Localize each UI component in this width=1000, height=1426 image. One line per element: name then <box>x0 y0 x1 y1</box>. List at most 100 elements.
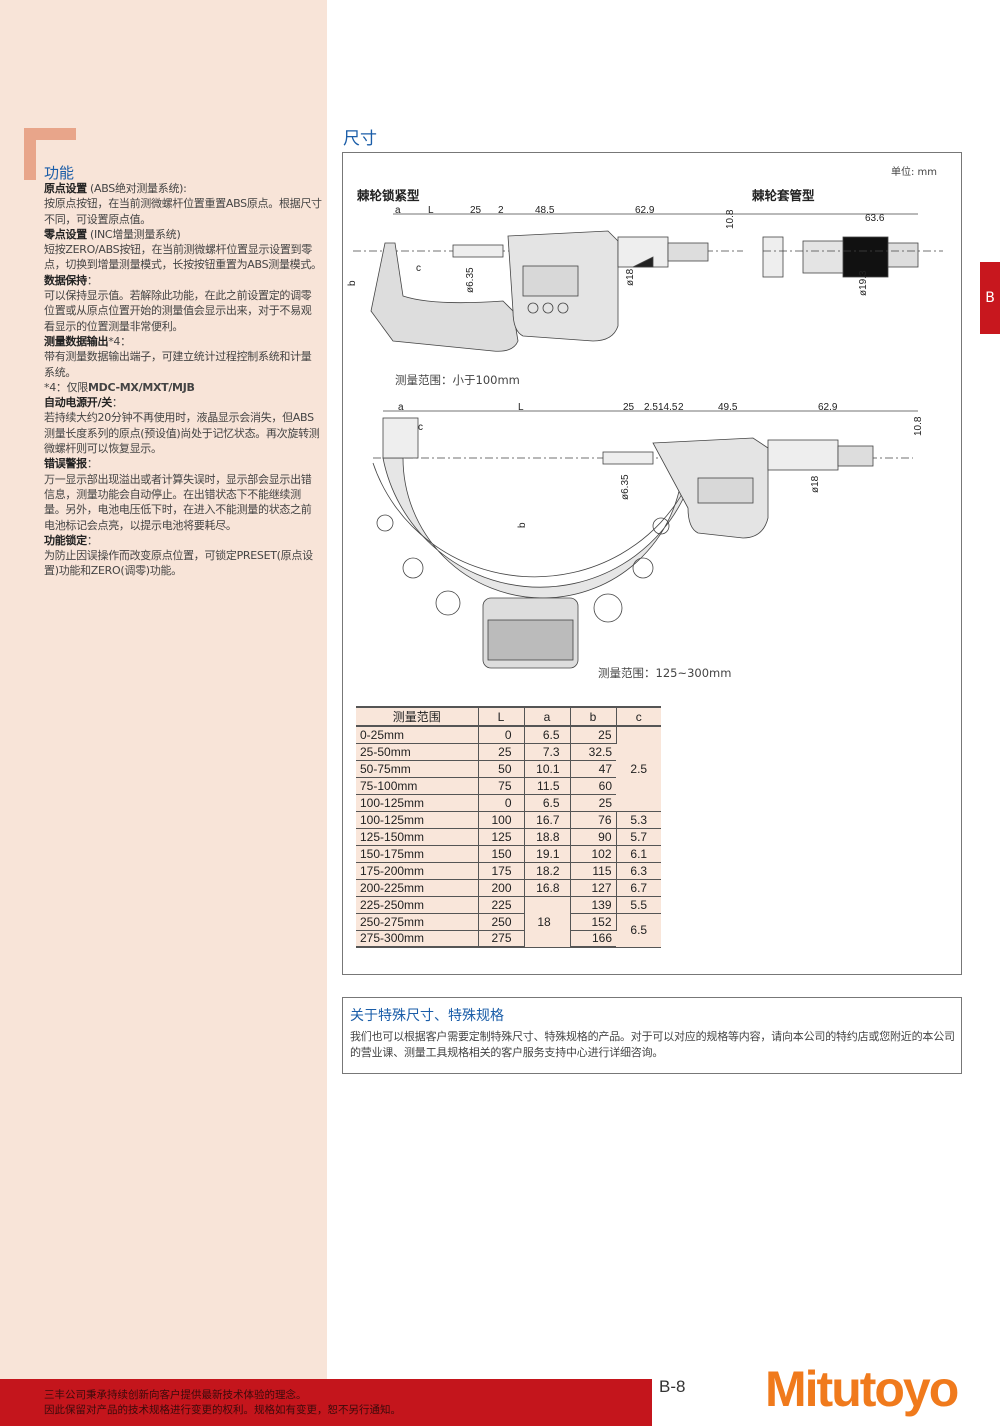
feature-heading: 功能锁定： <box>44 533 322 548</box>
dim-62-9: 62.9 <box>635 205 655 216</box>
b-cell: 25 <box>570 726 617 744</box>
dim-L: L <box>428 205 434 216</box>
dim-d6-35: ø6.35 <box>620 474 631 500</box>
sidebar-panel <box>0 0 327 1379</box>
range-cell: 50-75mm <box>356 760 479 778</box>
column-header: b <box>570 706 617 727</box>
dim-2: 2 <box>678 402 684 413</box>
l-cell: 175 <box>478 862 525 880</box>
feature-heading-text: 错误警报 <box>44 457 87 471</box>
column-header: 测量范围 <box>356 706 479 727</box>
feature-description: 按原点按钮，在当前测微螺杆位置重置ABS原点。根据尺寸不同，可设置原点值。 <box>44 197 322 226</box>
range-cell: 75-100mm <box>356 777 479 795</box>
range-cell: 150-175mm <box>356 845 479 863</box>
feature-heading-note: ： <box>86 273 98 287</box>
type2-label: 棘轮套管型 <box>752 188 815 203</box>
c-cell: 6.5 <box>616 913 661 948</box>
a-cell: 10.1 <box>524 760 571 778</box>
b-cell: 32.5 <box>570 743 616 761</box>
l-cell: 150 <box>478 845 525 863</box>
dim-L: L <box>518 402 524 413</box>
a-cell: 11.5 <box>524 777 571 795</box>
b-cell: 115 <box>570 862 617 880</box>
a-cell: 18 <box>524 896 571 948</box>
l-cell: 50 <box>478 760 525 778</box>
features-title: 功能 <box>44 164 75 182</box>
feature-description: 短按ZERO/ABS按钮，在当前测微螺杆位置显示设置到零点，切换到增量测量模式，… <box>44 243 322 272</box>
feature-heading-text: 原点设置 <box>44 182 87 195</box>
c-cell: 5.5 <box>616 896 661 914</box>
micrometer-drawing-large: a L 25 2.5 14.5 2 49.5 62.9 10.8 c b ø6.… <box>372 402 924 669</box>
l-cell: 200 <box>478 879 525 897</box>
feature-description: 带有测量数据输出端子，可建立统计过程控制系统和计量系统。 <box>44 350 312 379</box>
dim-2: 2 <box>498 205 504 216</box>
range-cell: 100-125mm <box>356 794 479 812</box>
section-tab-b[interactable]: B <box>980 262 1000 334</box>
dim-10-8: 10.8 <box>725 209 736 229</box>
feature-heading-text: 功能锁定 <box>44 533 87 547</box>
feature-heading-text: 零点设置 <box>44 227 87 241</box>
footnote: *4：仅限MDC-MX/MXT/MJB <box>44 380 322 395</box>
b-cell: 76 <box>570 811 617 829</box>
b-cell: 47 <box>570 760 616 778</box>
b-cell: 127 <box>570 879 617 897</box>
feature-heading-note: ： <box>111 396 123 410</box>
footer-line-1: 三丰公司秉承持续创新向客户提供最新技术体验的理念。 <box>44 1389 307 1401</box>
feature-heading: 原点设置 (ABS绝对测量系统): <box>44 181 322 196</box>
a-cell: 6.5 <box>524 794 571 812</box>
c-cell: 2.5 <box>616 726 661 812</box>
column-header: a <box>524 706 571 727</box>
l-cell: 125 <box>478 828 525 846</box>
dimensions-box: 单位: mm 棘轮锁紧型 棘轮套管型 测量范围：小于100mm 测量范围：125… <box>342 152 962 975</box>
c-cell: 6.3 <box>616 862 661 880</box>
range-cell: 100-125mm <box>356 811 479 829</box>
range-cell: 25-50mm <box>356 743 479 761</box>
feature-heading-text: 测量数据输出 <box>44 334 109 348</box>
dim-d19-3: ø19.3 <box>858 270 869 296</box>
page-number: B-8 <box>659 1377 686 1396</box>
dim-a: a <box>398 402 404 413</box>
dim-10-8: 10.8 <box>913 416 924 436</box>
c-cell: 5.7 <box>616 828 661 846</box>
feature-heading-note: (INC增量测量系统) <box>86 227 181 241</box>
footer-line-2: 因此保留对产品的技术规格进行变更的权利。规格如有变更，恕不另行通知。 <box>44 1404 401 1416</box>
a-cell: 16.8 <box>524 879 571 897</box>
dim-d6-35: ø6.35 <box>465 267 476 293</box>
l-cell: 0 <box>478 794 525 812</box>
footnote-models: MDC-MX/MXT/MJB <box>88 380 195 394</box>
brand-logo: Mitutoyo <box>765 1361 959 1417</box>
column-header: L <box>478 706 525 727</box>
a-cell: 7.3 <box>524 743 571 761</box>
feature-description: 万一显示部出现溢出或者计算失误时，显示部会显示出错信息，测量功能会自动停止。在出… <box>44 472 312 532</box>
feature-heading: 零点设置 (INC增量测量系统) <box>44 227 322 242</box>
l-cell: 275 <box>478 930 525 948</box>
dim-b: b <box>347 280 358 286</box>
range-cell: 175-200mm <box>356 862 479 880</box>
dim-d18: ø18 <box>625 268 636 286</box>
footer-bar: 三丰公司秉承持续创新向客户提供最新技术体验的理念。 因此保留对产品的技术规格进行… <box>0 1379 652 1426</box>
range-cell: 125-150mm <box>356 828 479 846</box>
micrometer-drawing-small: a L 25 2 48.5 62.9 10.8 c b ø6.35 ø18 63… <box>347 205 943 352</box>
feature-heading-text: 数据保持 <box>44 273 87 287</box>
dim-48-5: 48.5 <box>535 205 555 216</box>
b-cell: 152 <box>570 913 617 931</box>
l-cell: 100 <box>478 811 525 829</box>
l-cell: 0 <box>478 726 525 744</box>
a-cell: 18.2 <box>524 862 571 880</box>
b-cell: 90 <box>570 828 617 846</box>
dim-b: b <box>517 522 528 528</box>
feature-heading-note: ： <box>86 533 98 547</box>
range-cell: 250-275mm <box>356 913 479 931</box>
feature-description: 可以保持显示值。若解除此功能，在此之前设置定的调零位置或从原点位置开始的测量值会… <box>44 289 312 333</box>
c-cell: 5.3 <box>616 811 661 829</box>
range-cell: 225-250mm <box>356 896 479 914</box>
